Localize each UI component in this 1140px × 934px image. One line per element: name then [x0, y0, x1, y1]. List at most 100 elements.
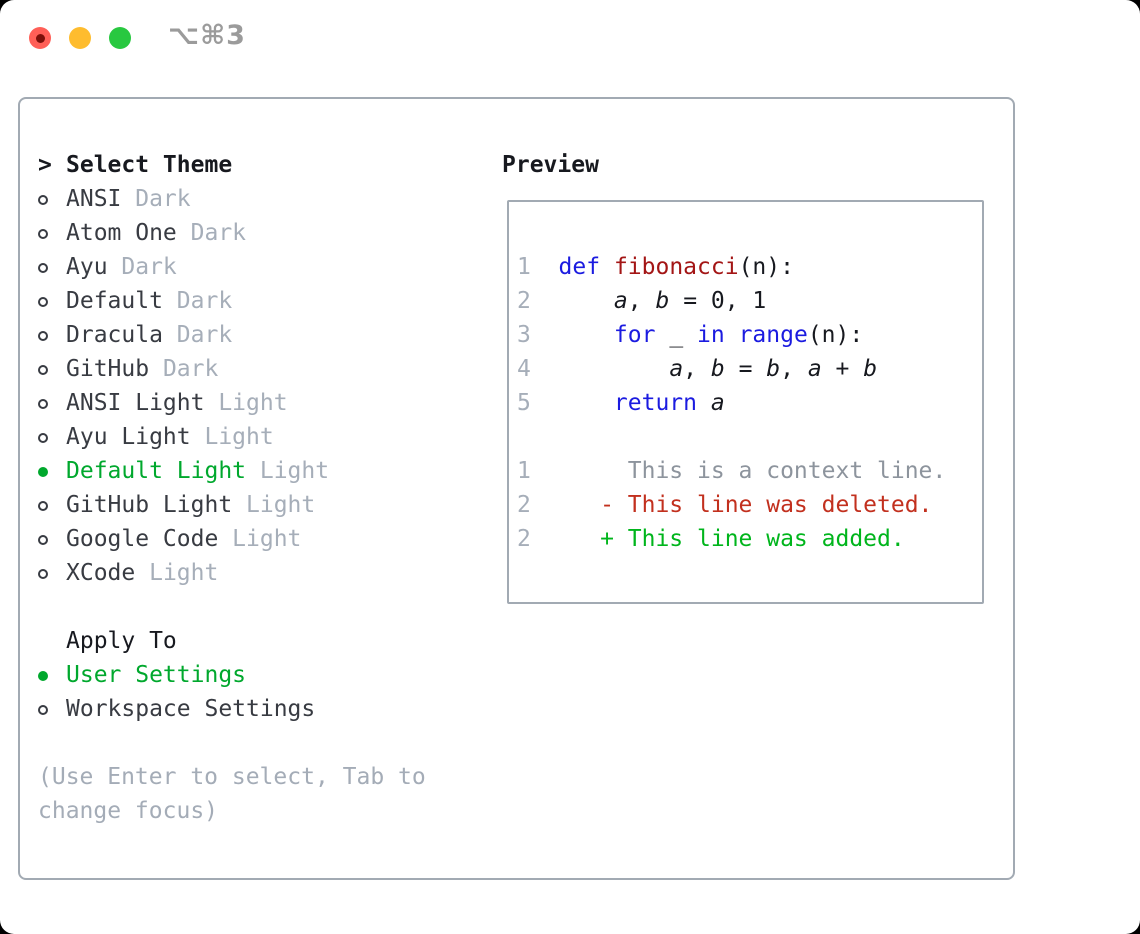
- token-pl: [600, 254, 614, 280]
- line-number: 3: [517, 322, 531, 348]
- radio-circle: [38, 671, 48, 681]
- zoom-button[interactable]: [109, 27, 131, 49]
- radio-icon: [38, 318, 66, 352]
- code-text: a, b = b, a + b: [559, 356, 878, 382]
- code-text: a, b = 0, 1: [559, 288, 767, 314]
- apply-option-label: Workspace Settings: [66, 696, 316, 722]
- token-id: b: [655, 288, 670, 314]
- diff-text: + This line was added.: [558, 526, 905, 552]
- token-id: a: [807, 356, 822, 382]
- theme-option-tag: Light: [204, 424, 274, 450]
- code-text: def fibonacci(n):: [559, 254, 794, 280]
- token-kw: range: [738, 322, 808, 348]
- token-fn: fibonacci: [613, 254, 739, 280]
- theme-option-label: GitHub: [66, 356, 150, 382]
- radio-icon: [38, 182, 66, 216]
- theme-option-tag: Light: [259, 458, 330, 484]
- token-id: b: [766, 356, 781, 382]
- radio-icon: [38, 420, 66, 454]
- apply-option-workspace-settings[interactable]: Workspace Settings: [38, 692, 488, 726]
- apply-to-title: Apply To: [66, 628, 177, 654]
- diff-text: This is a context line.: [558, 458, 947, 484]
- token-pl: [559, 322, 614, 348]
- line-number: 2: [517, 526, 531, 552]
- preview-column: Preview 1 def fibonacci(n): 2 a, b = 0, 1 3…: [502, 148, 1007, 604]
- theme-option-label: Default Light: [66, 458, 247, 484]
- token-pl: +: [821, 356, 864, 382]
- token-pl: [559, 288, 614, 314]
- code-line: 5 return a: [517, 386, 982, 420]
- keyboard-hint: (Use Enter to select, Tab to change focu…: [38, 764, 426, 824]
- radio-circle: [38, 229, 48, 239]
- radio-circle: [38, 297, 48, 307]
- theme-list-header: > Select Theme: [38, 148, 488, 182]
- spacer: [38, 590, 488, 624]
- radio-icon: [38, 556, 66, 590]
- diff-line-context: 1 This is a context line.: [517, 454, 982, 488]
- token-pl: _: [655, 322, 698, 348]
- token-kw: return: [613, 390, 698, 416]
- theme-option-label: GitHub Light: [66, 492, 233, 518]
- radio-icon: [38, 692, 66, 726]
- theme-option-tag: Dark: [176, 288, 233, 314]
- token-pl: [559, 390, 614, 416]
- radio-circle: [38, 331, 48, 341]
- token-pl: = 0, 1: [669, 288, 767, 314]
- theme-option-tag: Dark: [162, 356, 219, 382]
- line-number: 2: [517, 492, 531, 518]
- theme-option-default-light[interactable]: Default Light Light: [38, 454, 488, 488]
- theme-option-google-code[interactable]: Google Code Light: [38, 522, 488, 556]
- focus-caret-icon: >: [38, 152, 52, 178]
- code-line: 4 a, b = b, a + b: [517, 352, 982, 386]
- preview-title: Preview: [502, 152, 599, 178]
- theme-option-label: Dracula: [66, 322, 163, 348]
- theme-option-label: Google Code: [66, 526, 219, 552]
- token-pl: (n):: [738, 254, 794, 280]
- apply-to-header: Apply To: [38, 624, 488, 658]
- window-title: ⌥⌘3: [168, 20, 246, 51]
- code-text: return a: [559, 390, 725, 416]
- close-button[interactable]: [29, 27, 51, 49]
- token-pl: [697, 390, 711, 416]
- theme-option-tag: Light: [218, 390, 288, 416]
- theme-list-title: Select Theme: [66, 152, 233, 178]
- preview-box: 1 def fibonacci(n): 2 a, b = 0, 1 3 for _ i…: [507, 200, 984, 604]
- radio-circle: [38, 501, 48, 511]
- radio-circle: [38, 467, 48, 477]
- titlebar[interactable]: ⌥⌘3: [0, 0, 1140, 76]
- code-text: for _ in range(n):: [559, 322, 863, 348]
- token-kw: def: [558, 254, 601, 280]
- theme-option-tag: Light: [232, 526, 302, 552]
- token-kw: for: [613, 322, 656, 348]
- theme-option-label: Ayu Light: [66, 424, 191, 450]
- token-pl: ,: [683, 356, 711, 382]
- token-pl: [559, 356, 670, 382]
- line-number: 1: [517, 458, 531, 484]
- token-kw: in: [697, 322, 725, 348]
- theme-option-ayu-light[interactable]: Ayu Light Light: [38, 420, 488, 454]
- theme-option-github[interactable]: GitHub Dark: [38, 352, 488, 386]
- token-id: a: [710, 390, 725, 416]
- token-id: b: [863, 356, 878, 382]
- theme-option-tag: Dark: [190, 220, 247, 246]
- radio-icon: [38, 352, 66, 386]
- diff-sample: 1 This is a context line. 2 - This line w…: [517, 454, 982, 556]
- diff-text: - This line was deleted.: [558, 492, 933, 518]
- minimize-button[interactable]: [69, 27, 91, 49]
- apply-option-user-settings[interactable]: User Settings: [38, 658, 488, 692]
- radio-selected-icon: [38, 658, 66, 692]
